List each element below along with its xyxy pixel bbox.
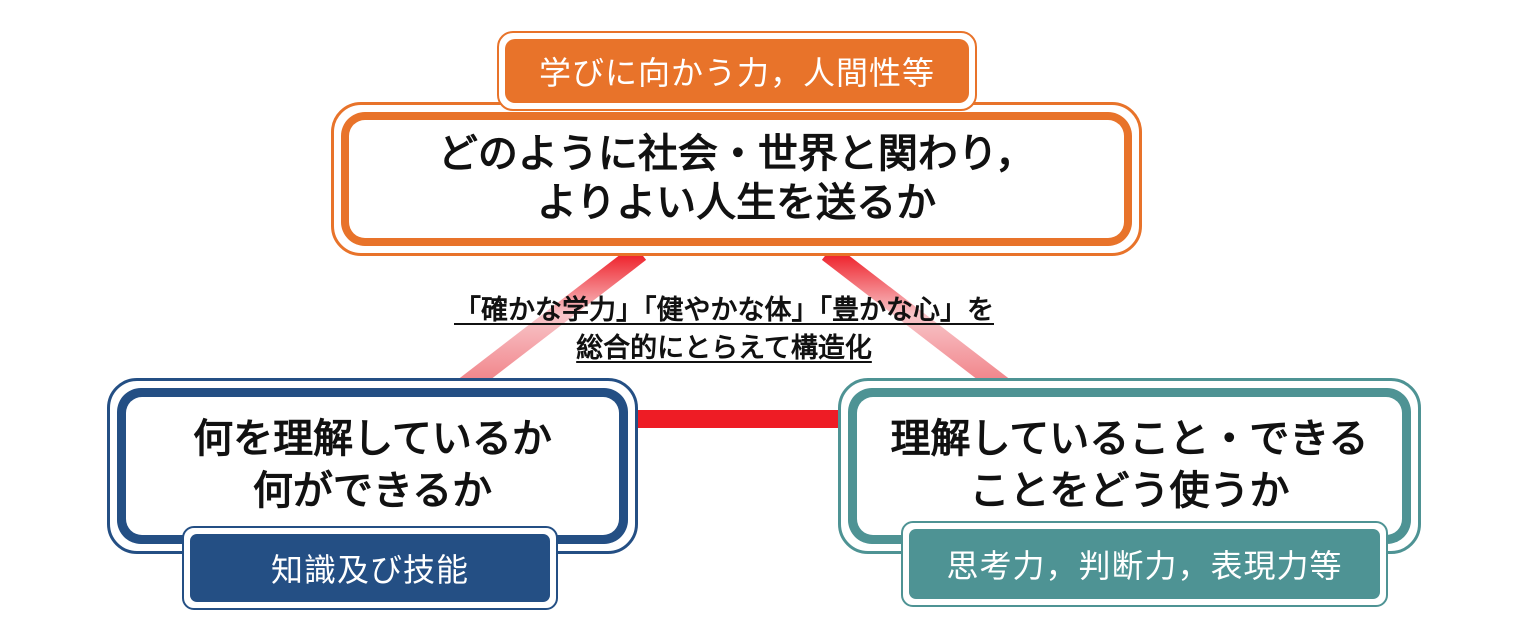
- top-tag-label: 学びに向かう力，人間性等: [505, 39, 969, 103]
- top-box: どのように社会・世界と関わり， よりよい人生を送るか: [331, 102, 1142, 256]
- left-box-line2: 何ができるか: [252, 468, 493, 514]
- top-box-line1: どのように社会・世界と関わり，: [437, 131, 1036, 178]
- top-box-line2: よりよい人生を送るか: [536, 180, 937, 226]
- center-caption-line1: 「確かな学力」「健やかな体」「豊かな心」を: [454, 295, 994, 326]
- center-caption-line2: 総合的にとらえて構造化: [576, 333, 872, 364]
- right-tag: 思考力，判断力，表現力等: [901, 521, 1388, 607]
- left-tag-label: 知識及び技能: [190, 534, 550, 602]
- center-caption: 「確かな学力」「健やかな体」「豊かな心」を 総合的にとらえて構造化: [404, 292, 1044, 368]
- right-box-line2: ことをどう使うか: [969, 468, 1290, 514]
- connector-top-left: [451, 244, 647, 400]
- connector-top-right: [821, 244, 1017, 400]
- right-tag-label: 思考力，判断力，表現力等: [909, 529, 1380, 599]
- left-box-line1: 何を理解しているか: [193, 416, 552, 462]
- left-box: 何を理解しているか 何ができるか: [107, 378, 638, 554]
- left-tag: 知識及び技能: [182, 526, 558, 610]
- top-tag: 学びに向かう力，人間性等: [497, 31, 977, 111]
- right-box-line1: 理解していること・できる: [890, 416, 1369, 462]
